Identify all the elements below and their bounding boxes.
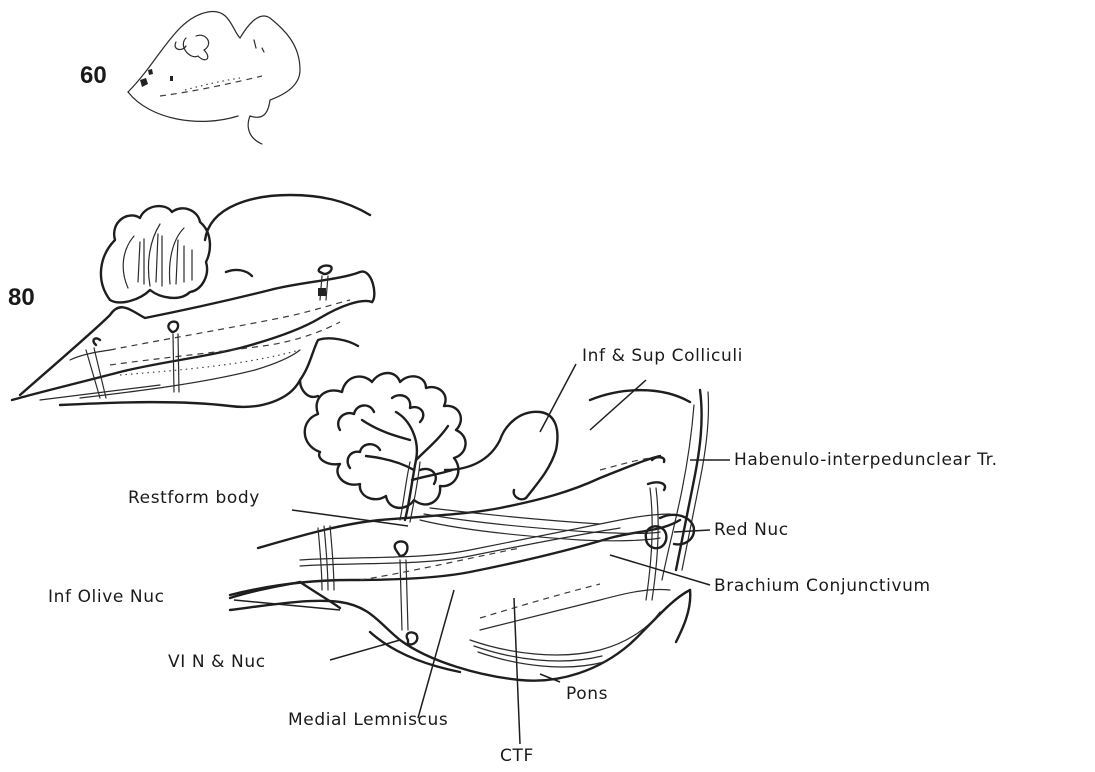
label-red-nucleus: Red Nuc [714,522,789,539]
section-number-60: 60 [80,64,107,88]
label-habenulo-interpeduncular-tract: Habenulo-interpedunclear Tr. [734,452,998,469]
section-60-outline [128,12,300,144]
label-medial-lemniscus: Medial Lemniscus [288,712,448,729]
main-section-outline [230,373,709,681]
label-brachium-conjunctivum: Brachium Conjunctivum [714,578,931,595]
label-restform-body: Restform body [128,490,260,507]
label-vi-nerve-nucleus: VI N & Nuc [168,654,266,671]
label-ctf: CTF [500,748,534,765]
label-inferior-olive-nucleus: Inf Olive Nuc [48,589,165,606]
label-pons: Pons [566,686,608,703]
label-colliculi: Inf & Sup Colliculi [582,348,743,365]
section-80-outline [12,195,374,407]
section-number-80: 80 [8,286,35,310]
